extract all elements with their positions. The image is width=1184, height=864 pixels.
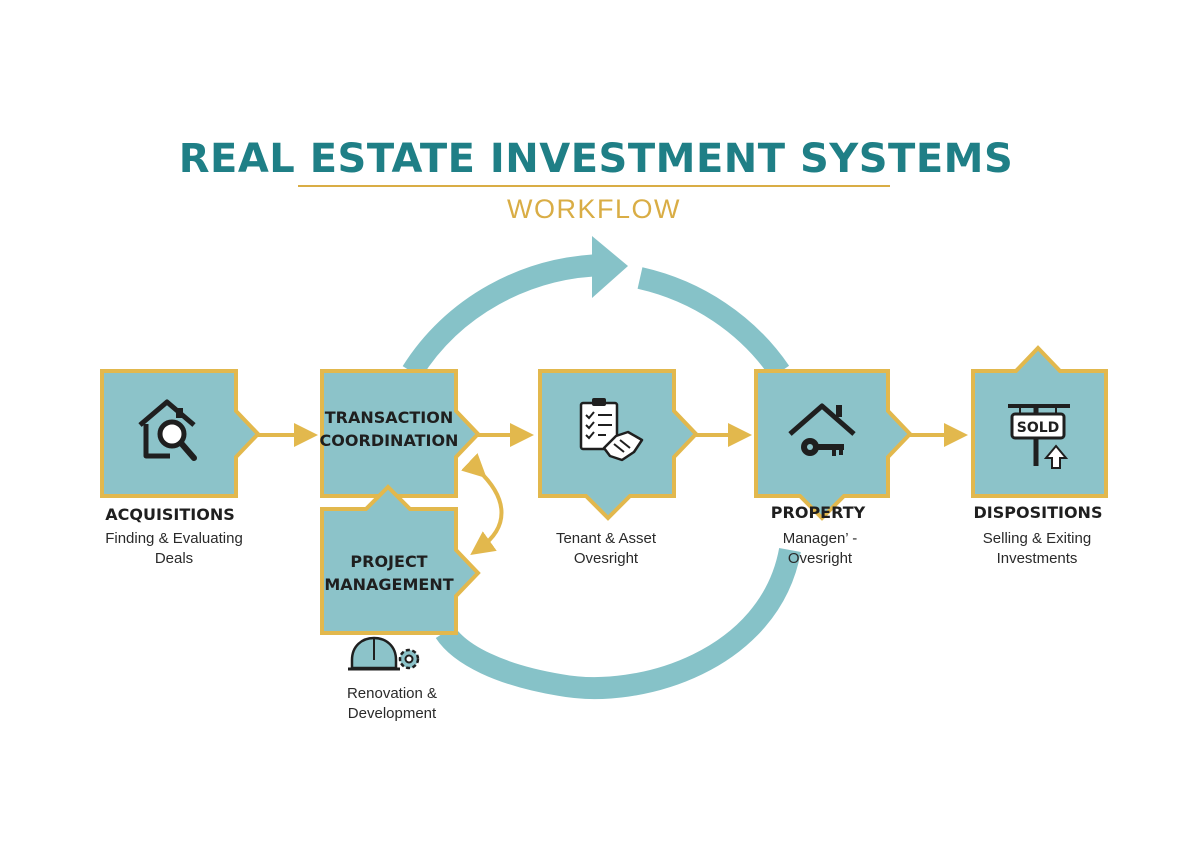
sold-sign-text: SOLD [1017, 420, 1060, 436]
project-label-line2: MANAGEMENT [324, 575, 453, 594]
project-label-line1: PROJECT [350, 552, 427, 571]
property-heading: PROPERTY [771, 503, 866, 522]
hardhat-gear-icon [348, 636, 420, 671]
tenant-caption-line1: Tenant & Asset [556, 530, 657, 547]
cycle-loop-arrowhead [592, 236, 628, 298]
dispositions-heading: DISPOSITIONS [974, 503, 1103, 522]
diagram-title: REAL ESTATE INVESTMENT SYSTEMS [179, 136, 1014, 182]
property-caption-line1: Managen’ - [783, 530, 858, 547]
sold-sign-icon: SOLD [1008, 404, 1070, 469]
node-property [754, 369, 913, 521]
node-transaction-coordination [320, 369, 481, 498]
transaction-label-line2: COORDINATION [320, 431, 459, 450]
acquisitions-caption-line1: Finding & Evaluating [105, 530, 243, 547]
project-caption-line2: Development [348, 705, 437, 722]
acquisitions-heading: ACQUISITIONS [105, 505, 235, 524]
property-caption-line2: Ovesright [788, 550, 853, 567]
node-acquisitions [100, 369, 261, 498]
tenant-caption-line2: Ovesright [574, 550, 639, 567]
house-magnifier-icon [138, 399, 197, 461]
acquisitions-caption-line2: Deals [155, 550, 193, 567]
dispositions-caption-line2: Investments [997, 550, 1078, 567]
transaction-label-line1: TRANSACTION [325, 408, 454, 427]
node-dispositions: SOLD [971, 345, 1108, 498]
checklist-handshake-icon [579, 398, 644, 462]
diagram-subtitle: WORKFLOW [507, 194, 681, 224]
cycle-loop-right [637, 267, 790, 379]
house-key-icon [788, 403, 856, 456]
node-project-management [320, 484, 481, 635]
dispositions-caption-line1: Selling & Exiting [983, 530, 1091, 547]
connector-trans-project-loop [461, 453, 504, 555]
cycle-loop-bottom [435, 547, 801, 699]
cycle-loop-top [402, 254, 606, 378]
project-caption-line1: Renovation & [347, 685, 437, 702]
node-tenant-asset [538, 369, 699, 521]
